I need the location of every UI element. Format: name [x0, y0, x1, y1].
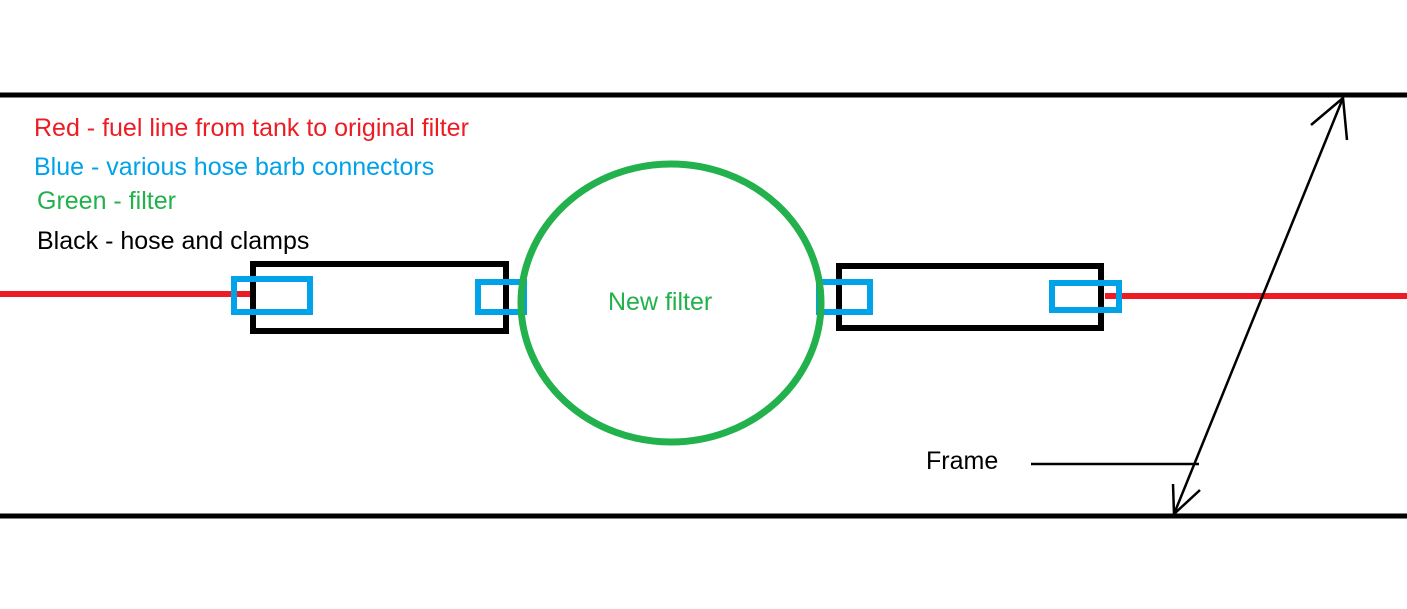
hose-right [836, 263, 1104, 331]
legend-blue: Blue - various hose barb connectors [34, 153, 435, 181]
legend-red: Red - fuel line from tank to original fi… [34, 114, 469, 142]
arrow-head-top [1310, 95, 1349, 141]
frame-label: Frame [926, 447, 999, 475]
connector-right-inner [816, 279, 873, 315]
filter-label: New filter [608, 288, 713, 316]
legend-green: Green - filter [37, 187, 176, 215]
legend-black: Black - hose and clamps [37, 227, 310, 255]
arrow-head-bottom [1171, 483, 1201, 517]
connector-left-inner [475, 279, 527, 315]
connector-right-outer [1049, 280, 1122, 313]
connector-left-outer [231, 276, 313, 315]
hose-left [250, 261, 509, 334]
frame-dimension-arrow [1172, 97, 1345, 515]
filter-circle [517, 160, 825, 446]
